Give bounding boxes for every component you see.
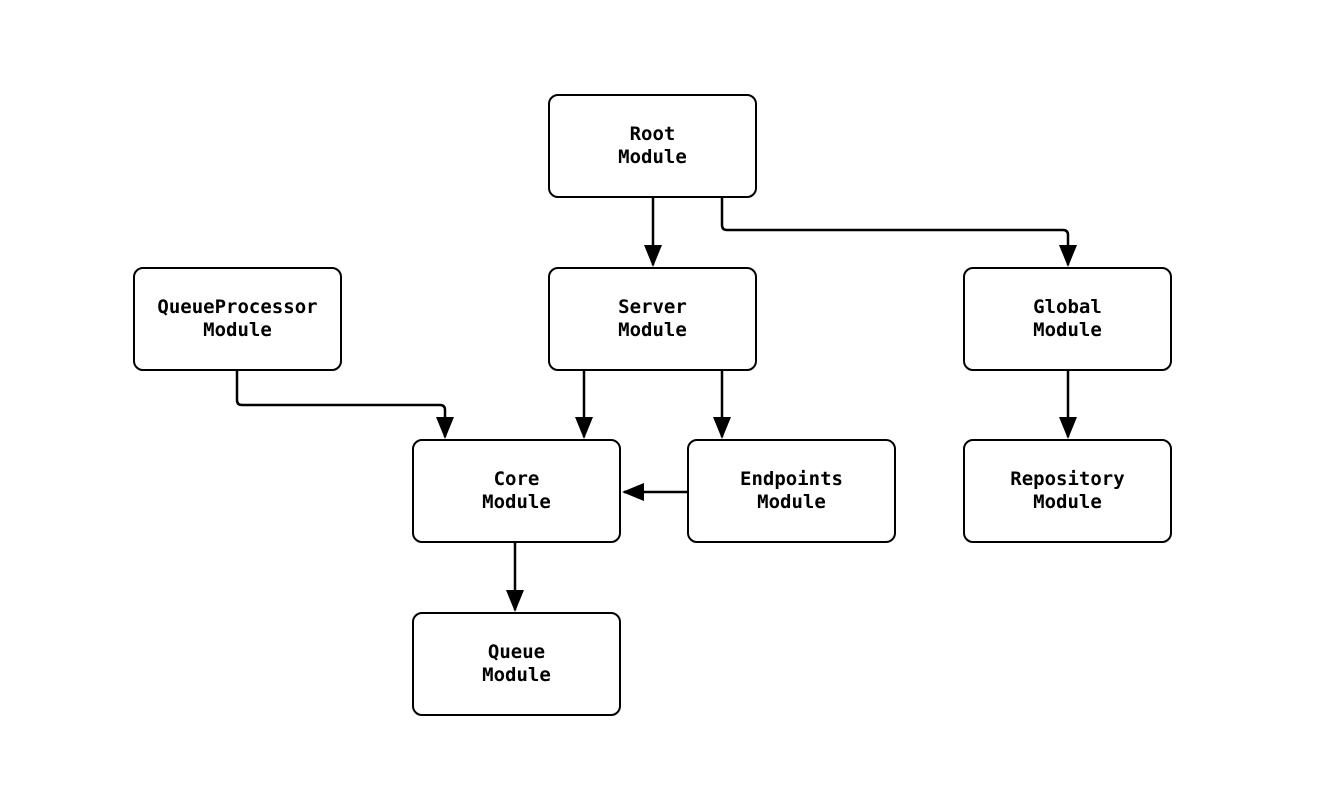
node-label-line: Module: [757, 491, 826, 513]
node-global-module: Global Module: [963, 267, 1172, 371]
node-label-line: Module: [482, 491, 551, 513]
node-queueprocessor-module: QueueProcessor Module: [133, 267, 342, 371]
node-label-line: Module: [203, 319, 272, 341]
node-label-line: Core: [493, 468, 540, 490]
node-label-line: Module: [482, 664, 551, 686]
node-label-line: Queue: [487, 641, 546, 663]
node-label-line: Repository: [1010, 468, 1125, 490]
node-root-module: Root Module: [548, 94, 757, 198]
node-label-line: Module: [618, 319, 687, 341]
node-label-line: Module: [618, 146, 687, 168]
edge-root-to-global: [720, 198, 1077, 267]
node-repository-module: Repository Module: [963, 439, 1172, 543]
node-label-line: Global: [1033, 296, 1102, 318]
node-label-line: Server: [618, 296, 687, 318]
node-queue-module: Queue Module: [412, 612, 621, 716]
node-label-line: Endpoints: [740, 468, 843, 490]
node-label-line: Root: [629, 123, 676, 145]
node-label-line: QueueProcessor: [157, 296, 318, 318]
edge-queueprocessor-to-core: [235, 371, 454, 439]
node-label-line: Module: [1033, 491, 1102, 513]
node-label-line: Module: [1033, 319, 1102, 341]
node-server-module: Server Module: [548, 267, 757, 371]
node-core-module: Core Module: [412, 439, 621, 543]
node-endpoints-module: Endpoints Module: [687, 439, 896, 543]
